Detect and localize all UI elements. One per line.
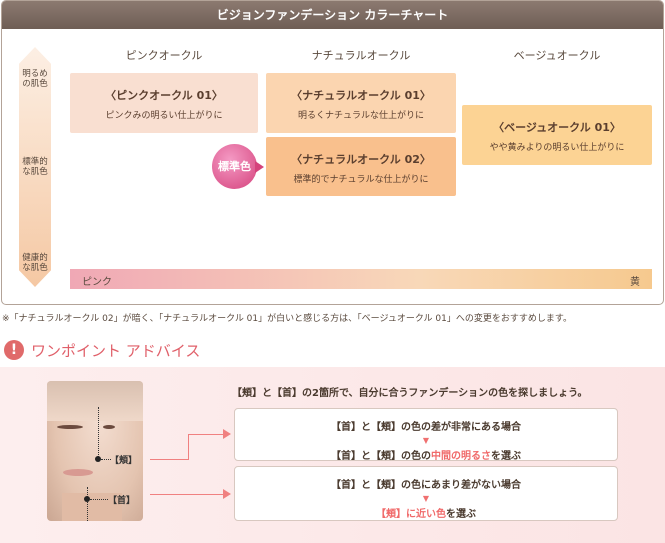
result-highlight: 中間の明るさ bbox=[431, 451, 491, 462]
advice-title: ワンポイント アドバイス bbox=[31, 342, 201, 360]
advice-panel: 【頬】 【首】 【頬】と【首】の2箇所で、自分に合うファンデーションの色を探しま… bbox=[0, 367, 665, 543]
box-condition-text: 【首】と【頬】の色の差が非常にある場合 bbox=[331, 422, 521, 433]
eye-shape bbox=[57, 425, 83, 429]
cheek-guide-line bbox=[98, 407, 99, 459]
face-photo bbox=[47, 381, 143, 521]
axis-label-standard: 標準的な肌色 bbox=[22, 157, 48, 177]
column-header-pink-ochre: ピンクオークル bbox=[125, 49, 203, 62]
chart-title: ビジョンファンデーション カラーチャート bbox=[2, 1, 663, 29]
column-header-beige-ochre: ベージュオークル bbox=[513, 49, 601, 62]
cell-name: 〈ナチュラルオークル 02〉 bbox=[291, 153, 431, 166]
neck-pointer-line bbox=[90, 499, 108, 500]
neck-tag: 【首】 bbox=[108, 496, 136, 506]
cell-desc: ピンクみの明るい仕上がりに bbox=[105, 111, 223, 121]
cell-name: 〈ベージュオークル 01〉 bbox=[493, 121, 621, 134]
advice-box-small-difference: 【首】と【頬】の色にあまり差がない場合 ▼ 【頬】に近い色を選ぶ bbox=[234, 466, 618, 521]
cell-natural-ochre-02: 〈ナチュラルオークル 02〉 標準的でナチュラルな仕上がりに bbox=[266, 137, 456, 196]
cheek-marker-dot bbox=[95, 456, 101, 462]
cell-desc: 明るくナチュラルな仕上がりに bbox=[297, 111, 424, 121]
cheek-tag: 【頬】 bbox=[110, 456, 138, 466]
box-result-text: 【首】と【頬】の色の中間の明るさを選ぶ bbox=[235, 447, 617, 462]
advice-lead-text: 【頬】と【首】の2箇所で、自分に合うファンデーションの色を探しましょう。 bbox=[232, 388, 588, 399]
scale-label-yellow: 黄 bbox=[630, 277, 640, 288]
hair-shape bbox=[47, 381, 143, 421]
advice-box-large-difference: 【首】と【頬】の色の差が非常にある場合 ▼ 【首】と【頬】の色の中間の明るさを選… bbox=[234, 408, 618, 462]
box-condition-text: 【首】と【頬】の色にあまり差がない場合 bbox=[331, 480, 521, 491]
result-suffix: を選ぶ bbox=[491, 451, 521, 462]
arrow-right-icon bbox=[223, 429, 231, 439]
cell-natural-ochre-01: 〈ナチュラルオークル 01〉 明るくナチュラルな仕上がりに bbox=[266, 73, 456, 133]
axis-label-bright: 明るめの肌色 bbox=[22, 69, 48, 89]
neck-shape bbox=[62, 493, 122, 521]
brightness-axis-arrow bbox=[19, 47, 51, 287]
color-chart: ビジョンファンデーション カラーチャート ピンクオークル ナチュラルオークル ベ… bbox=[1, 0, 664, 305]
cell-name: 〈ピンクオークル 01〉 bbox=[105, 89, 223, 102]
connector-line bbox=[188, 434, 189, 460]
cell-name: 〈ナチュラルオークル 01〉 bbox=[291, 89, 431, 102]
cell-pink-ochre-01: 〈ピンクオークル 01〉 ピンクみの明るい仕上がりに bbox=[70, 73, 258, 133]
result-highlight: 【頬】に近い色 bbox=[376, 509, 446, 520]
connector-line bbox=[150, 494, 224, 495]
scale-label-pink: ピンク bbox=[82, 277, 112, 288]
exclamation-icon: ! bbox=[4, 340, 24, 360]
neck-guide-line bbox=[87, 487, 88, 521]
cell-desc: 標準的でナチュラルな仕上がりに bbox=[293, 175, 429, 185]
result-prefix: 【首】と【頬】の色の bbox=[331, 451, 431, 462]
cheek-pointer-line bbox=[101, 459, 111, 460]
cell-desc: やや黄みよりの明るい仕上がりに bbox=[489, 143, 625, 153]
neck-marker-dot bbox=[84, 496, 90, 502]
badge-pointer-icon bbox=[255, 161, 264, 173]
axis-label-healthy: 健康的な肌色 bbox=[22, 253, 48, 273]
box-result-text: 【頬】に近い色を選ぶ bbox=[235, 505, 617, 520]
connector-line bbox=[150, 459, 188, 460]
recommendation-note: ※「ナチュラルオークル 02」が暗く、「ナチュラルオークル 01」が白いと感じる… bbox=[2, 314, 572, 324]
eye-shape bbox=[103, 425, 115, 429]
down-arrow-icon: ▼ bbox=[422, 494, 430, 503]
pink-to-yellow-scale: ピンク 黄 bbox=[70, 269, 652, 289]
cell-beige-ochre-01: 〈ベージュオークル 01〉 やや黄みよりの明るい仕上がりに bbox=[462, 105, 652, 165]
lips-shape bbox=[63, 469, 93, 476]
result-suffix: を選ぶ bbox=[446, 509, 476, 520]
connector-line bbox=[188, 434, 224, 435]
column-header-natural-ochre: ナチュラルオークル bbox=[311, 49, 411, 62]
arrow-right-icon bbox=[223, 489, 231, 499]
down-arrow-icon: ▼ bbox=[422, 436, 430, 445]
standard-color-badge: 標準色 bbox=[212, 144, 257, 189]
